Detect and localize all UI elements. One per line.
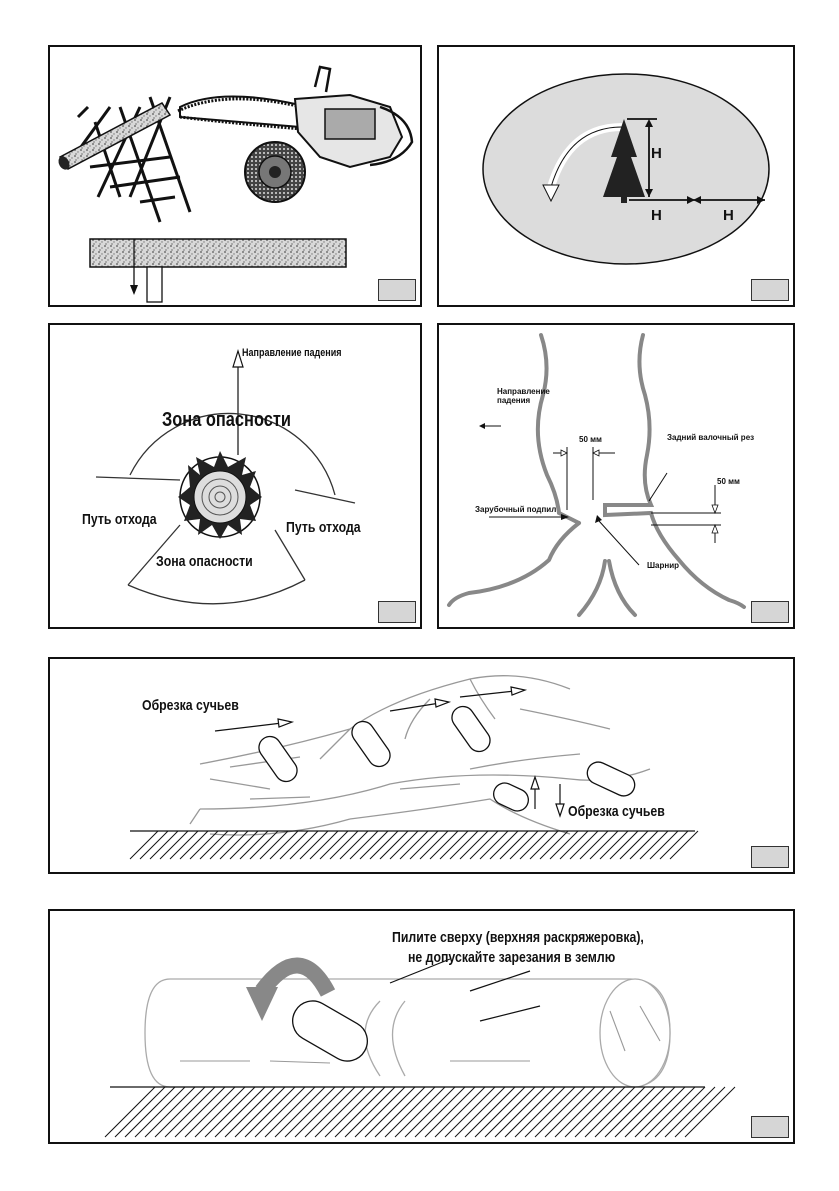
stump-icon xyxy=(178,451,262,539)
back-cut-label: Задний валочный рез xyxy=(667,433,755,442)
bucking-illustration xyxy=(104,957,736,1138)
leader-lines xyxy=(389,958,541,1022)
hinge-label: Шарнир xyxy=(647,561,680,570)
cut-direction-curve xyxy=(255,957,336,997)
tree-icon xyxy=(603,119,645,203)
tree-height-label: H xyxy=(651,145,662,162)
fall-direction-label: Направление падения xyxy=(497,387,550,405)
dim-50mm-top-label: 50 мм xyxy=(579,435,602,444)
panel-felling-cuts: Направление падения 50 мм Задний валочны… xyxy=(437,323,795,629)
figure-number-box xyxy=(751,279,789,301)
fall-curve-arrow xyxy=(550,126,623,188)
chainsaw xyxy=(177,65,414,203)
limbing-bottom-label: Обрезка сучьев xyxy=(568,803,665,820)
panel-felling-distance: H H H xyxy=(437,45,795,307)
panel-limbing: Обрезка сучьев Обрезка сучьев xyxy=(48,657,795,874)
figure-number-box xyxy=(378,601,416,623)
panel-danger-zones: Направление падения Зона опасности Путь … xyxy=(48,323,422,629)
limbing-top-label: Обрезка сучьев xyxy=(142,697,239,714)
fall-direction-label: Направление падения xyxy=(242,347,342,359)
notch-cut-label: Зарубочный подпил xyxy=(475,505,557,514)
instruction-line-1: Пилите сверху (верхняя раскряжеровка), xyxy=(392,929,644,946)
escape-path-right-label: Путь отхода xyxy=(286,519,361,536)
log-cut-diagram xyxy=(89,238,347,303)
panel-sawhorse-chainsaw xyxy=(48,45,422,307)
saw-bar xyxy=(292,1000,368,1062)
figure-number-box xyxy=(378,279,416,301)
felling-cuts-illustration xyxy=(447,333,746,617)
danger-zone-top-label: Зона опасности xyxy=(162,409,291,431)
saw-bars xyxy=(258,705,636,812)
distance-label-2: H xyxy=(723,207,734,224)
cut-direction-arrowhead xyxy=(246,987,278,1021)
dim-50mm-right-label: 50 мм xyxy=(717,477,740,486)
tree-trunk-outline xyxy=(447,333,746,617)
fall-direction-arrow xyxy=(232,348,244,368)
felling-distance-illustration xyxy=(482,73,770,265)
distance-label-1: H xyxy=(651,207,662,224)
panel-bucking: Пилите сверху (верхняя раскряжеровка), н… xyxy=(48,909,795,1144)
escape-path-left-label: Путь отхода xyxy=(82,511,157,528)
instruction-line-2: не допускайте зарезания в землю xyxy=(408,949,616,966)
log xyxy=(144,978,671,1088)
cut-direction-arrows xyxy=(214,686,565,818)
limbing-illustration xyxy=(129,675,699,860)
log-on-sawhorse xyxy=(58,102,172,170)
sawhorse-chainsaw-illustration xyxy=(58,65,414,303)
figure-number-box xyxy=(751,846,789,868)
danger-zone-bottom-label: Зона опасности xyxy=(156,553,253,570)
sawhorse xyxy=(68,96,192,223)
figure-number-box xyxy=(751,601,789,623)
figure-number-box xyxy=(751,1116,789,1138)
danger-zones-illustration xyxy=(95,348,356,605)
